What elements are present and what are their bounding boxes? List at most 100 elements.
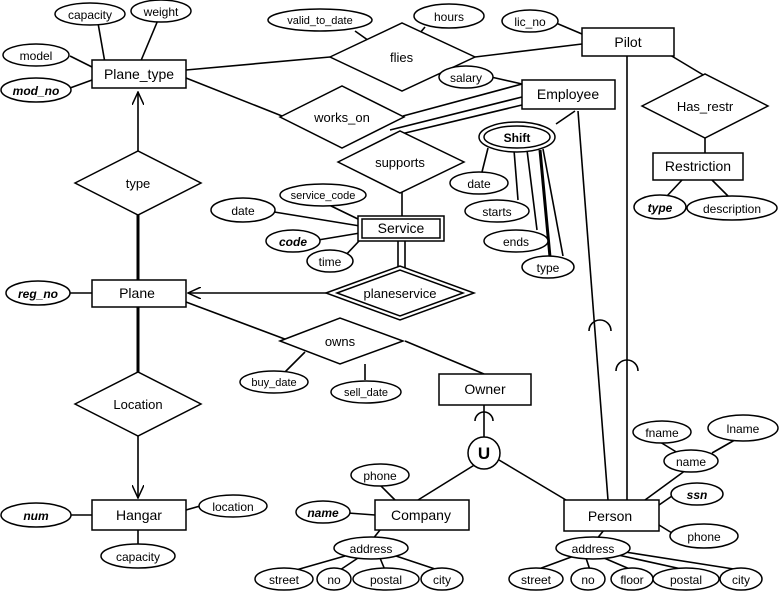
attr-person-address[interactable]: address [555, 536, 631, 560]
person-label: Person [588, 508, 632, 524]
attr-salary[interactable]: salary [438, 65, 494, 89]
company-label: Company [391, 507, 451, 523]
attr-time-label: time [319, 255, 342, 269]
union-symbol: U [478, 444, 490, 463]
attr-person-postal[interactable]: postal [652, 567, 720, 591]
attr-model[interactable]: model [2, 43, 70, 67]
attr-hours[interactable]: hours [413, 3, 485, 29]
attr-shift-type-label: type [537, 261, 560, 275]
attr-code[interactable]: code [265, 229, 321, 253]
attr-buy-date-label: buy_date [251, 377, 296, 389]
attr-salary-label: salary [450, 71, 482, 85]
plane-type-label: Plane_type [104, 66, 174, 82]
entity-employee[interactable]: Employee [521, 79, 616, 110]
attr-person-name[interactable]: name [663, 449, 719, 473]
attr-buy-date[interactable]: buy_date [239, 370, 309, 394]
attr-person-city[interactable]: city [719, 567, 763, 591]
attr-company-street[interactable]: street [254, 567, 314, 591]
relationship-flies[interactable]: flies [328, 22, 477, 92]
attr-lic-no[interactable]: lic_no [501, 9, 559, 33]
attr-restriction-type[interactable]: type [633, 194, 687, 220]
attr-starts[interactable]: starts [464, 199, 530, 223]
attr-reg-no[interactable]: reg_no [5, 280, 71, 306]
attr-person-floor-label: floor [620, 573, 643, 587]
supports-label: supports [375, 155, 425, 170]
attr-person-floor[interactable]: floor [610, 567, 654, 591]
attr-person-street[interactable]: street [508, 567, 564, 591]
attr-description[interactable]: description [686, 195, 778, 221]
attr-sell-date-label: sell_date [344, 387, 388, 399]
attr-person-no-label: no [581, 573, 595, 587]
attr-lic-no-label: lic_no [514, 15, 546, 29]
attr-service-date[interactable]: date [210, 197, 276, 223]
relationship-owns[interactable]: owns [277, 317, 406, 365]
attr-valid-to-date-label: valid_to_date [287, 15, 352, 27]
attr-num[interactable]: num [0, 502, 72, 528]
attr-person-phone[interactable]: phone [669, 523, 739, 549]
relationship-has-restr[interactable]: Has_restr [640, 73, 770, 139]
entity-owner[interactable]: Owner [438, 373, 532, 406]
attr-ssn[interactable]: ssn [670, 482, 724, 506]
attr-company-phone[interactable]: phone [350, 463, 410, 487]
attr-fname-label: fname [645, 426, 679, 440]
pilot-label: Pilot [614, 34, 641, 50]
attr-person-phone-label: phone [687, 530, 721, 544]
attr-service-code[interactable]: service_code [279, 183, 367, 207]
attr-reg-no-label: reg_no [18, 287, 58, 301]
attr-company-no[interactable]: no [316, 567, 352, 591]
entity-service[interactable]: Service [357, 215, 445, 242]
entity-restriction[interactable]: Restriction [652, 152, 744, 181]
attr-lname-label: lname [727, 422, 760, 436]
attr-model-label: model [20, 49, 53, 63]
attr-time[interactable]: time [306, 249, 354, 273]
entity-plane-type[interactable]: Plane_type [91, 59, 187, 89]
attr-num-label: num [23, 509, 49, 523]
attr-capacity-label: capacity [68, 8, 112, 22]
attr-company-city[interactable]: city [420, 567, 464, 591]
attr-company-name[interactable]: name [295, 500, 351, 524]
attr-hangar-capacity[interactable]: capacity [100, 543, 176, 569]
service-label: Service [378, 220, 425, 236]
attr-shift[interactable]: Shift [478, 121, 556, 153]
union-circle[interactable]: U [467, 436, 501, 470]
attr-location[interactable]: location [198, 494, 268, 518]
restriction-label: Restriction [665, 158, 731, 174]
attr-person-no[interactable]: no [570, 567, 606, 591]
attr-company-postal[interactable]: postal [352, 567, 420, 591]
attr-capacity[interactable]: capacity [54, 2, 126, 26]
attr-shift-date[interactable]: date [449, 171, 509, 195]
attr-mod-no-label: mod_no [13, 84, 60, 98]
planeservice-label: planeservice [364, 286, 437, 301]
attr-person-postal-label: postal [670, 573, 702, 587]
attr-location-label: location [212, 500, 253, 514]
relationship-type[interactable]: type [73, 150, 203, 216]
entity-person[interactable]: Person [563, 499, 660, 532]
attr-ends[interactable]: ends [483, 229, 549, 253]
has-restr-label: Has_restr [677, 99, 734, 114]
relationship-supports[interactable]: supports [336, 130, 466, 194]
attr-weight[interactable]: weight [130, 0, 192, 23]
attr-sell-date[interactable]: sell_date [330, 380, 402, 404]
attr-company-address[interactable]: address [333, 536, 409, 560]
entity-company[interactable]: Company [374, 499, 470, 531]
owner-label: Owner [464, 381, 506, 397]
attr-shift-type[interactable]: type [521, 255, 575, 279]
entity-plane[interactable]: Plane [91, 279, 187, 308]
attr-fname[interactable]: fname [632, 420, 692, 444]
attr-company-no-label: no [327, 573, 341, 587]
attr-mod-no[interactable]: mod_no [0, 77, 72, 103]
relationship-location[interactable]: Location [73, 371, 203, 437]
works-on-label: works_on [313, 110, 370, 125]
attr-valid-to-date[interactable]: valid_to_date [267, 8, 373, 32]
attr-weight-label: weight [143, 5, 179, 19]
entity-pilot[interactable]: Pilot [581, 27, 675, 57]
relationship-works-on[interactable]: works_on [278, 85, 406, 149]
entity-hangar[interactable]: Hangar [91, 499, 187, 531]
attr-person-city-label: city [732, 573, 750, 587]
flies-label: flies [390, 50, 414, 65]
attr-company-postal-label: postal [370, 573, 402, 587]
relationship-planeservice[interactable]: planeservice [323, 265, 477, 321]
attr-lname[interactable]: lname [707, 414, 779, 442]
